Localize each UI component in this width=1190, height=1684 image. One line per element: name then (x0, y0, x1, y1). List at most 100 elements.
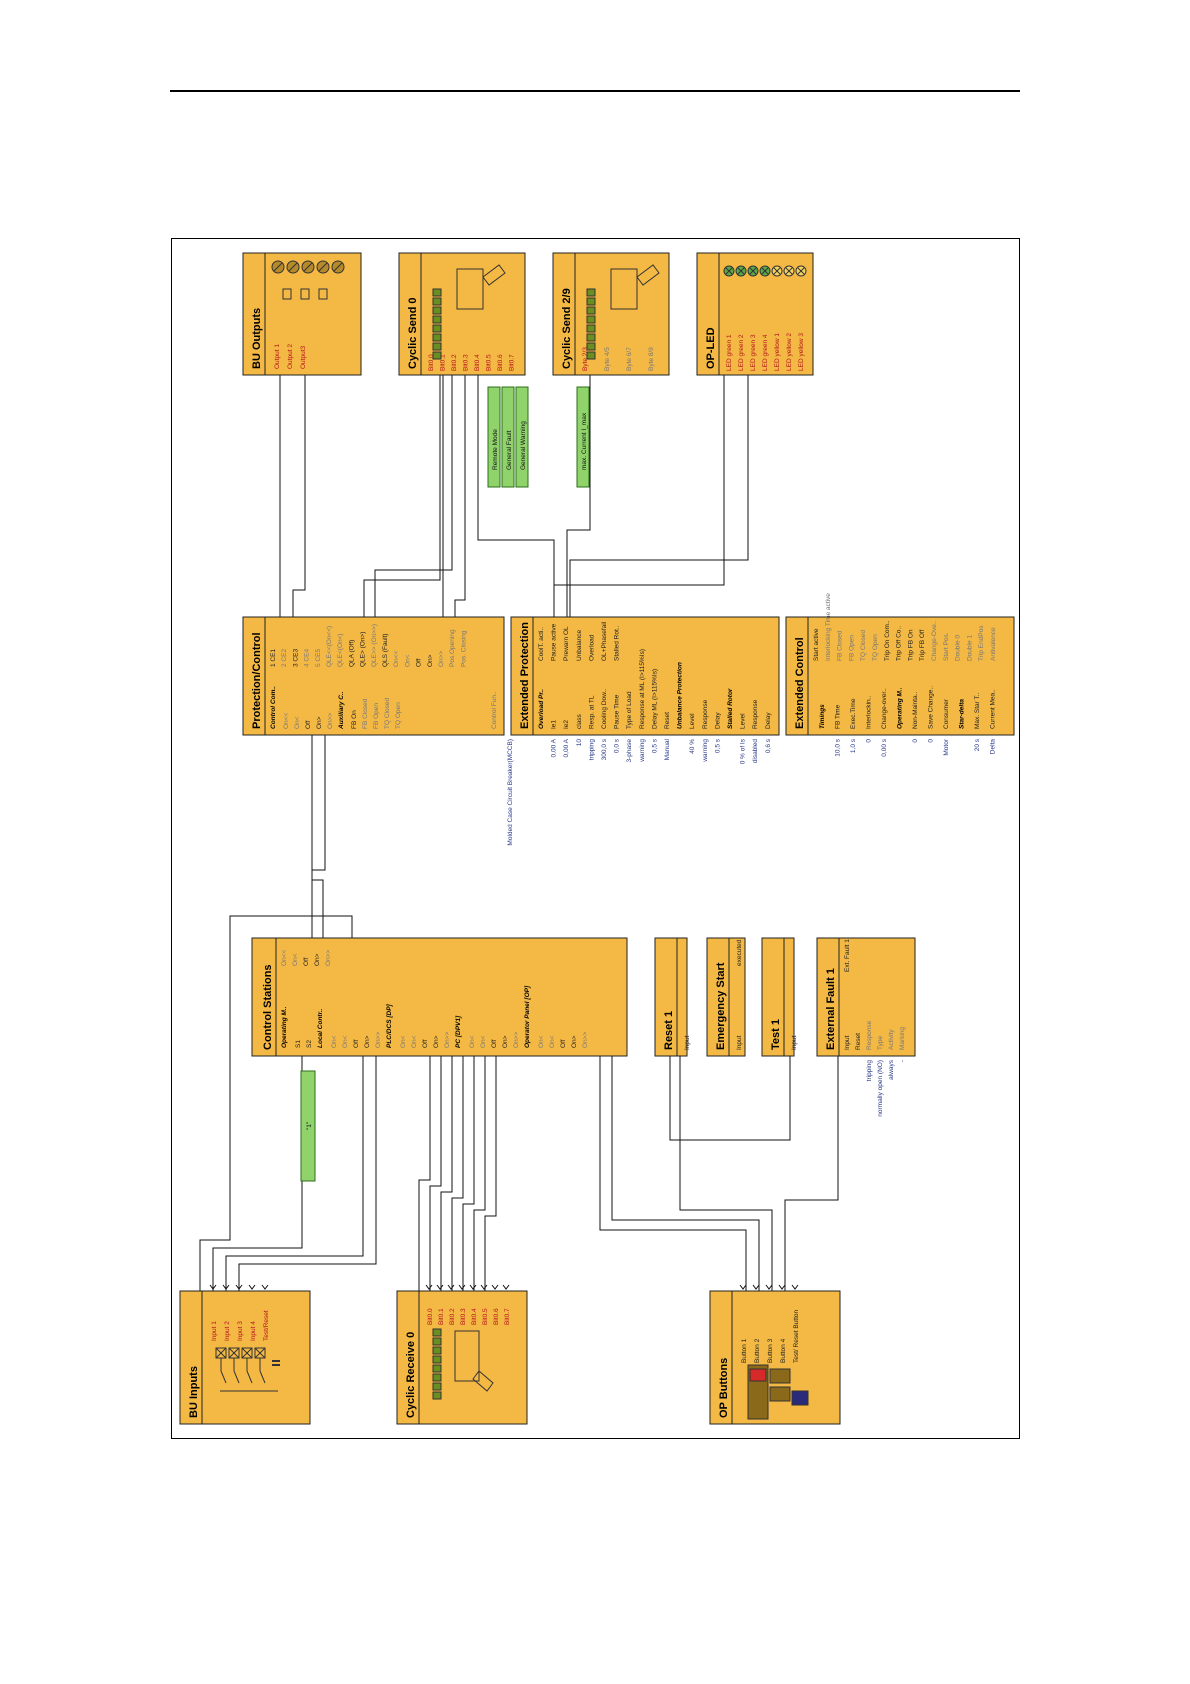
ext-protection-row: Pause Time (614, 694, 621, 729)
output-terminal-icon (333, 262, 343, 272)
blue-button-icon (791, 1390, 809, 1406)
ext-control-row: Timings (819, 704, 826, 729)
receive-bit-label: Bit0.4 (471, 1308, 478, 1325)
protection-control-block-title: Protection/Control (251, 632, 263, 729)
control-station-output: On< (292, 953, 299, 966)
relay-coil-icon (282, 288, 292, 300)
ext-protection-output: Stalled Rot.. (614, 625, 621, 661)
ext-protection-row: Response (702, 699, 709, 729)
bit-cell-icon (432, 1328, 442, 1337)
ext-protection-param: warning (639, 739, 646, 763)
receive-bit-label: Bit0.6 (493, 1308, 500, 1325)
ext-control-row: Star-delta (959, 699, 966, 729)
ext-control-output: Trip FB Off (919, 629, 926, 661)
reset-block-body (654, 937, 688, 1057)
led-icon (785, 267, 793, 275)
bu-inputs-block-title: BU Inputs (188, 1366, 200, 1418)
protection-output: QLA (Off) (348, 640, 355, 667)
external-fault-output: Ext. Fault 1 (844, 939, 851, 972)
protection-row: TQ Open (395, 702, 402, 729)
op-button-pin-label: Test/ Reset Button (793, 1310, 800, 1363)
send-bit-label: Bit0.5 (486, 354, 493, 371)
bu-input-pin-label: Input 4 (250, 1321, 257, 1341)
mccb-note: Molded Case Circuit Breaker(MCCB) (507, 739, 514, 846)
send-byte-label: Byte 2/3 (582, 347, 589, 371)
bu-input-pin-label: Input 3 (237, 1321, 244, 1341)
bit-cell-icon (432, 333, 442, 342)
extended-protection-block-body (510, 616, 780, 736)
bit-cell-icon (432, 288, 442, 297)
wire-receive-bit (418, 1056, 431, 1291)
external-fault-row: Response (866, 1020, 873, 1050)
protection-footer: Control Fun.. (491, 691, 498, 729)
status-signal-text: General Warning (520, 421, 527, 470)
control-station-row: On>> (444, 1032, 451, 1048)
bu-output-pin-label: Output 1 (274, 344, 281, 369)
ext-protection-param: 0,0 s (614, 738, 621, 753)
receive-bit-label: Bit0.5 (482, 1308, 489, 1325)
bit-cell-icon (586, 306, 596, 315)
ext-control-output: Change-Ove.. (931, 620, 938, 661)
ext-protection-output: Overload (588, 634, 595, 661)
bit-cell-icon (586, 288, 596, 297)
header-rule (170, 90, 1020, 92)
send-bit-label: Bit0.7 (509, 354, 516, 371)
protection-output: Pos.Opening (449, 629, 456, 667)
wire-led2 (554, 375, 725, 586)
red-button-icon (749, 1368, 767, 1382)
op-button-pin-arrow (752, 1284, 760, 1290)
wire-button2 (611, 1056, 760, 1291)
ext-protection-row: Ie1 (551, 720, 558, 729)
send-bit-label: Bit0.2 (451, 354, 458, 371)
ext-protection-param: 0,5 s (714, 738, 721, 753)
receive-bit-label: Bit0.1 (438, 1308, 445, 1325)
control-station-row: On< (411, 1035, 418, 1048)
external-fault-param: tripping (866, 1060, 873, 1082)
extended-control-block-body (785, 616, 1015, 736)
protection-control-block-body (242, 616, 505, 736)
send-bit-label: Bit0.6 (497, 354, 504, 371)
ext-control-output: Trip Off Co.. (896, 626, 903, 661)
control-station-row: On< (342, 1035, 349, 1048)
button-icon (769, 1386, 791, 1402)
op-button-pin-arrow (765, 1284, 773, 1290)
wire-test-reset (669, 1056, 791, 1141)
led-pin-label: LED green 1 (726, 334, 733, 371)
ext-protection-row: Level (740, 713, 747, 729)
ext-control-output: Start Pos. (943, 632, 950, 661)
control-station-row: On>> (582, 1032, 589, 1048)
led-icon (737, 267, 745, 275)
ext-protection-row: Response at ML (I>115%Is) (639, 649, 646, 729)
ext-protection-row: Unbalance Protection (677, 662, 684, 729)
control-station-row: On< (549, 1035, 556, 1048)
ext-protection-param: 3-phase (626, 739, 633, 763)
receive-pin-arrow (425, 1284, 433, 1290)
receive-bit-label: Bit0.3 (460, 1308, 467, 1325)
wire-current (566, 375, 591, 617)
ext-control-row: Save Change.. (928, 686, 935, 729)
receive-bit-label: Bit0.2 (449, 1308, 456, 1325)
wire-layer (199, 375, 839, 1291)
wire-receive-bit (484, 1056, 497, 1291)
protection-row: FB On (351, 710, 358, 729)
op-button-pin-label: Button 3 (767, 1338, 774, 1363)
emergency-start-block-input: Input (736, 1035, 743, 1050)
ext-protection-output: CoolT. acti.. (538, 627, 545, 661)
ext-protection-param: 0 % of Is (740, 738, 747, 764)
control-station-row: S2 (306, 1040, 313, 1048)
wire-overload (477, 375, 555, 617)
bit-cell-icon (432, 1355, 442, 1364)
led-pin-label: LED yellow 3 (798, 333, 805, 371)
ext-control-output: Antivalence (990, 627, 997, 661)
wire-receive-bit (473, 1056, 486, 1291)
op-button-pin-label: Button 2 (754, 1338, 761, 1363)
ext-protection-param: 10 (576, 739, 583, 747)
ext-control-output: Trip On Com.. (884, 620, 891, 661)
receive-pin-arrow (436, 1284, 444, 1290)
ext-control-row: Change-over.. (881, 688, 888, 729)
op-button-pin-arrow (739, 1284, 747, 1290)
